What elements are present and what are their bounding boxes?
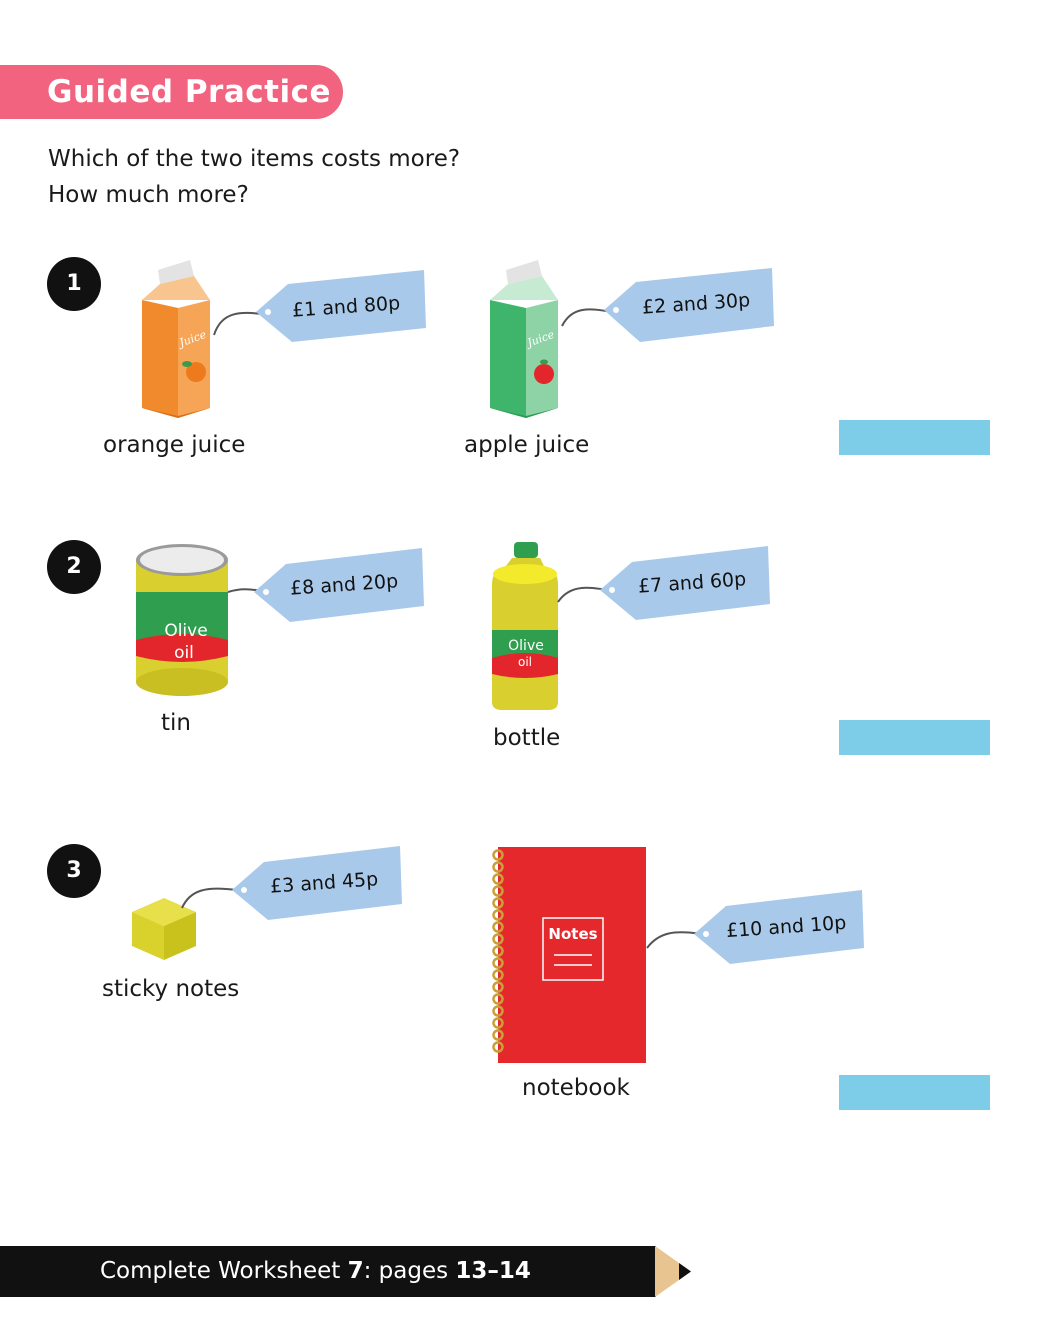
tin-label-line-1: Olive (164, 621, 207, 641)
question-number-3: 3 (47, 844, 101, 898)
item-label-orange-juice: orange juice (103, 432, 246, 458)
footer-pages: 13–14 (455, 1258, 531, 1284)
item-label-bottle: bottle (493, 725, 561, 751)
tin-label-line-2: oil (174, 643, 194, 663)
tag-string (646, 931, 702, 949)
prompt-line-1: Which of the two items costs more? (48, 146, 461, 172)
item-label-sticky-notes: sticky notes (102, 976, 240, 1002)
pencil-tip-icon (655, 1246, 691, 1297)
olive-oil-bottle-icon: Olive oil (492, 542, 558, 710)
footer-instruction: Complete Worksheet 7: pages 13–14 (100, 1246, 531, 1297)
apple-juice-carton-icon: Juice (490, 260, 558, 418)
footer-text-pre: Complete Worksheet (100, 1258, 348, 1284)
sticky-notes-icon (132, 898, 196, 960)
guided-practice-banner: Guided Practice (0, 65, 343, 119)
question-number-2: 2 (47, 540, 101, 594)
tag-string (181, 887, 237, 909)
bottle-label-line-2: oil (518, 655, 532, 669)
price-tag-bottle: £7 and 60p (600, 544, 770, 622)
answer-box-2[interactable] (839, 720, 990, 755)
olive-oil-tin-icon: Olive oil (136, 544, 228, 696)
footer-worksheet-number: 7 (347, 1258, 364, 1284)
question-number-1: 1 (47, 257, 101, 311)
item-label-notebook: notebook (522, 1075, 630, 1101)
price-tag-sticky-notes: £3 and 45p (232, 844, 402, 922)
answer-box-1[interactable] (839, 420, 990, 455)
notebook-icon: Notes (488, 845, 648, 1065)
item-label-tin: tin (161, 710, 191, 736)
notebook-cover-text: Notes (548, 925, 598, 943)
price-tag-orange-juice: £1 and 80p (256, 266, 426, 344)
orange-juice-carton-icon: Juice (142, 260, 210, 418)
footer-bar (0, 1246, 656, 1297)
price-tag-notebook: £10 and 10p (694, 888, 864, 966)
item-label-apple-juice: apple juice (464, 432, 590, 458)
price-tag-tin: £8 and 20p (254, 546, 424, 624)
footer-text-mid: : pages (363, 1258, 456, 1284)
bottle-label-line-1: Olive (508, 638, 544, 654)
prompt-line-2: How much more? (48, 182, 249, 208)
price-tag-apple-juice: £2 and 30p (604, 266, 774, 344)
answer-box-3[interactable] (839, 1075, 990, 1110)
